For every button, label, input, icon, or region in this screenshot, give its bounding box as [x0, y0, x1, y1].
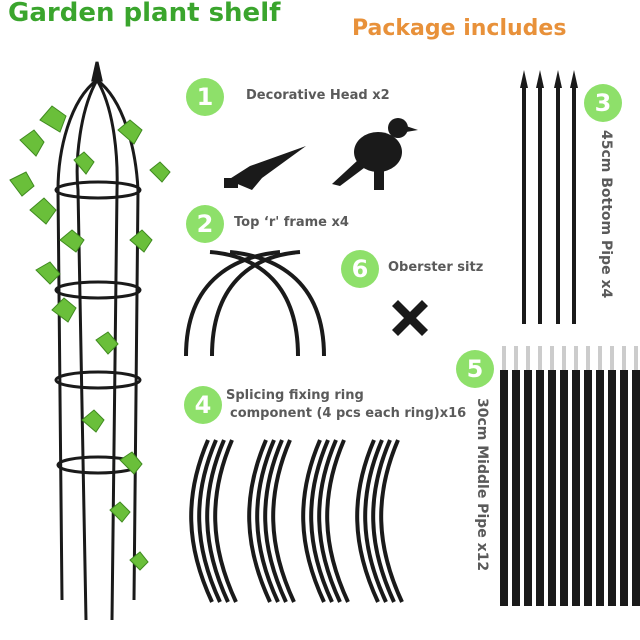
decorative-head-spike-icon: [224, 146, 306, 190]
label-splicing-ring-2: component (4 pcs each ring)x16: [230, 406, 467, 421]
badge-1: 1: [186, 78, 224, 116]
splicing-ring-icon: [189, 439, 404, 603]
label-top-frame: Top ‘r' frame x4: [234, 215, 349, 230]
decorative-head-bird-icon: [332, 118, 418, 190]
label-oberster-sitz: Oberster sitz: [388, 260, 484, 275]
package-title: Package includes: [352, 16, 567, 41]
badge-2: 2: [186, 205, 224, 243]
label-bottom-pipe: 45cm Bottom Pipe x4: [598, 130, 614, 299]
oberster-sitz-cross-icon: [392, 300, 428, 336]
label-splicing-ring-1: Splicing fixing ring: [226, 388, 364, 403]
badge-4: 4: [184, 386, 222, 424]
badge-5: 5: [456, 350, 494, 388]
badge-6: 6: [341, 250, 379, 288]
plant-shelf-illustration: [9, 61, 171, 621]
top-frame-icon: [184, 250, 326, 357]
label-middle-pipe: 30cm Middle Pipe x12: [474, 398, 490, 572]
badge-3: 3: [584, 84, 622, 122]
middle-pipe-icon: [500, 346, 640, 606]
page-title: Garden plant shelf: [8, 0, 281, 28]
label-decorative-head: Decorative Head x2: [246, 88, 390, 103]
bottom-pipe-icon: [520, 70, 578, 324]
